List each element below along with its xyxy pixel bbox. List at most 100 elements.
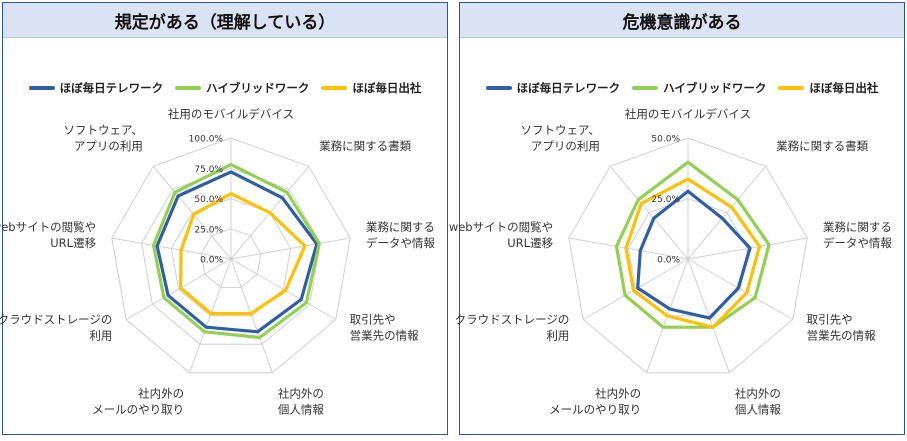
category-label-line: 利用 xyxy=(89,329,112,343)
grid-ring xyxy=(111,137,351,374)
tick-label: 25.0% xyxy=(651,195,680,205)
grid-spoke xyxy=(687,165,767,260)
legend-item-telework: ほぼ毎日テレワーク xyxy=(485,80,621,96)
legend-label: ほぼ毎日テレワーク xyxy=(59,81,164,95)
tick-label: 50.0% xyxy=(194,195,223,205)
legend-label: ほぼ毎日テレワーク xyxy=(516,81,621,95)
category-label-line: 営業先の情報 xyxy=(807,329,876,343)
grid-spoke xyxy=(125,258,232,320)
legend-swatch xyxy=(485,86,512,90)
legend-item-telework: ほぼ毎日テレワーク xyxy=(28,80,164,96)
legend-item-hybrid: ハイブリッドワーク xyxy=(175,80,309,96)
grid-spoke xyxy=(230,237,351,260)
grid-spoke xyxy=(230,258,273,373)
category-label-line: 利用 xyxy=(546,329,569,343)
legend: ほぼ毎日テレワーク ハイブリッドワーク ほぼ毎日出社 xyxy=(460,80,904,96)
category-label-line: 取引先や xyxy=(350,313,396,327)
grid-ring xyxy=(170,197,292,317)
category-label-line: 社内外の xyxy=(138,387,184,401)
legend-item-office: ほぼ毎日出社 xyxy=(778,80,878,96)
axis-category-label: 社用のモバイルデバイス xyxy=(168,107,294,121)
chart-title: 危機意識がある xyxy=(622,12,742,33)
category-label-line: 個人情報 xyxy=(735,403,781,417)
legend-label: ほぼ毎日出社 xyxy=(352,81,422,95)
category-label-line: ソフトウェア、 xyxy=(521,123,600,137)
grid-ring xyxy=(141,167,321,345)
series-line xyxy=(155,170,319,334)
grid-spoke xyxy=(687,258,730,373)
legend-item-hybrid: ハイブリッドワーク xyxy=(632,80,766,96)
category-label-line: URL遷移 xyxy=(507,236,553,250)
category-label-line: 取引先や xyxy=(807,313,853,327)
category-label-line: 業務に関する xyxy=(366,220,435,234)
legend-swatch xyxy=(175,86,202,90)
category-label-line: 業務に関する xyxy=(823,220,892,234)
legend-swatch xyxy=(778,86,805,90)
grid-spoke xyxy=(189,258,232,373)
category-label-line: データや情報 xyxy=(823,236,892,250)
series-line xyxy=(636,189,752,320)
legend: ほぼ毎日テレワーク ハイブリッドワーク ほぼ毎日出社 xyxy=(3,80,447,96)
category-label-line: 業務に関する書類 xyxy=(776,139,868,153)
axis-category-label: 社用のモバイルデバイス xyxy=(625,107,751,121)
category-label-line: 社内外の xyxy=(595,387,641,401)
axis-category-label: 業務に関する書類 xyxy=(776,139,868,153)
category-label-line: 社内外の xyxy=(735,387,781,401)
radar-chart: 0.0%25.0%50.0%75.0%100.0%社用のモバイルデバイス業務に関… xyxy=(0,107,435,417)
grid-ring xyxy=(568,137,808,374)
legend-swatch xyxy=(321,86,348,90)
axis-category-label: 業務に関する書類 xyxy=(319,139,411,153)
grid-spoke xyxy=(111,237,232,260)
tick-label: 50.0% xyxy=(651,135,680,145)
legend-label: ハイブリッドワーク xyxy=(206,81,310,95)
radar-chart: 0.0% 25.0% 50.0% 社用のモバイルデバイス業務に関する書類業務に関するデ… xyxy=(449,107,893,417)
category-label-line: クラウドストレージの xyxy=(0,313,112,327)
legend-label: ほぼ毎日出社 xyxy=(809,81,879,95)
category-label-line: アプリの利用 xyxy=(74,139,143,153)
category-label-line: メールのやり取り xyxy=(92,403,184,417)
category-label-line: メールのやり取り xyxy=(549,403,641,417)
tick-label: 25.0% xyxy=(194,225,223,235)
grid-spoke xyxy=(609,165,689,260)
category-label-line: webサイトの閲覧や xyxy=(449,220,553,234)
axis-category-label: webサイトの閲覧や URL遷移 xyxy=(0,220,97,250)
grid-spoke xyxy=(152,165,232,260)
category-label-line: ソフトウェア、 xyxy=(64,123,143,137)
chart-panel-right: 危機意識がある ほぼ毎日テレワーク ハイブリッドワーク ほぼ毎日出社 0.0% 2… xyxy=(449,2,905,435)
grid-spoke xyxy=(687,237,808,260)
category-label-line: URL遷移 xyxy=(50,236,96,250)
tick-label: 100.0% xyxy=(189,135,224,145)
category-label-line: webサイトの閲覧や xyxy=(0,220,96,234)
tick-label: 0.0% xyxy=(657,256,680,266)
panel-header: 規定がある（理解している） xyxy=(3,3,447,38)
legend-swatch xyxy=(632,86,659,90)
chart-title: 規定がある（理解している） xyxy=(114,12,336,33)
category-label-line: データや情報 xyxy=(366,236,435,250)
grid-spoke xyxy=(687,258,794,320)
series-line xyxy=(614,160,771,329)
grid-ring xyxy=(627,197,749,317)
axis-category-label: ソフトウェア、アプリの利用 xyxy=(64,123,143,153)
series-line xyxy=(179,192,307,316)
grid-ring xyxy=(200,228,262,288)
legend-label: ハイブリッドワーク xyxy=(663,81,767,95)
series-line xyxy=(151,163,321,340)
category-label-line: クラウドストレージの xyxy=(455,313,570,327)
tick-label: 75.0% xyxy=(194,165,223,175)
category-label-line: 社用のモバイルデバイス xyxy=(625,107,751,121)
category-label-line: 社内外の xyxy=(278,387,324,401)
series-line xyxy=(624,177,762,329)
grid-spoke xyxy=(230,258,337,320)
category-label-line: 個人情報 xyxy=(278,403,324,417)
category-label-line: アプリの利用 xyxy=(531,139,600,153)
grid-spoke xyxy=(582,258,689,320)
